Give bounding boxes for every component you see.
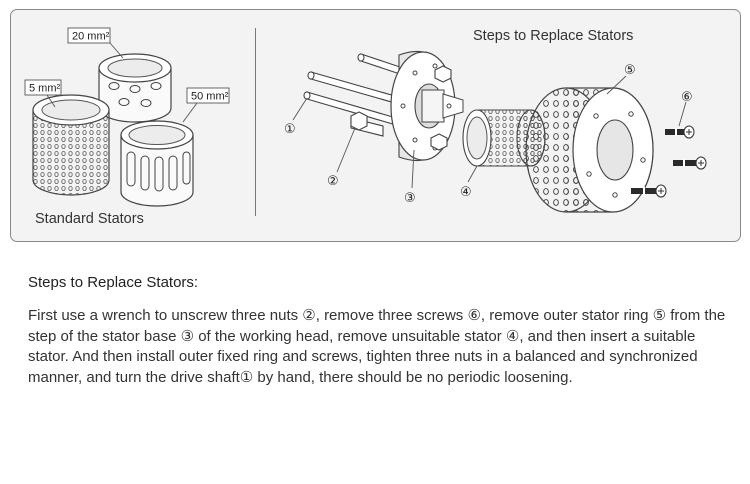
- instructions-body: First use a wrench to unscrew three nuts…: [28, 307, 726, 386]
- figure-panel: 20 mm² 5 mm² 50 mm²: [10, 9, 741, 242]
- part-number-5: ⑤: [624, 63, 636, 78]
- stator-50mm2: [120, 120, 194, 207]
- part-number-1: ①: [284, 122, 296, 137]
- label-50mm2: 50 mm²: [191, 91, 229, 103]
- instructions-heading: Steps to Replace Stators:: [28, 274, 199, 291]
- part-number-3: ③: [404, 191, 416, 206]
- standard-stators-caption: Standard Stators: [35, 211, 144, 227]
- label-5mm2: 5 mm²: [29, 83, 61, 95]
- part-number-4: ④: [460, 185, 472, 200]
- outer-stator-ring: [525, 87, 654, 213]
- instructions: Steps to Replace Stators: First use a wr…: [28, 274, 728, 388]
- stator-5mm2: [32, 94, 110, 196]
- part-number-2: ②: [327, 174, 339, 189]
- label-20mm2: 20 mm²: [72, 31, 110, 43]
- panel-divider: [255, 28, 257, 216]
- stator-base: [390, 50, 464, 162]
- nuts: [350, 65, 452, 151]
- stator-20mm2: [98, 53, 172, 123]
- part-number-6: ⑥: [681, 90, 693, 105]
- figure-artwork: 20 mm² 5 mm² 50 mm²: [24, 27, 707, 213]
- replace-steps-caption: Steps to Replace Stators: [473, 28, 634, 44]
- screws: [631, 125, 707, 198]
